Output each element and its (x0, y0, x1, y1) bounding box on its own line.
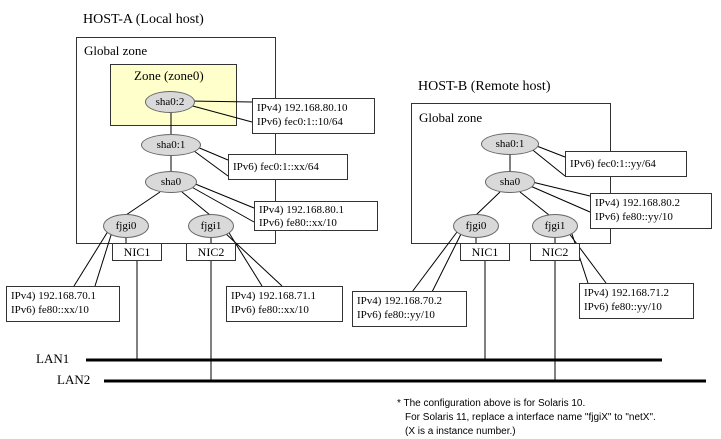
host-a-sha0-1-ipv6: IPv6) fec0:1::xx/64 (233, 161, 319, 173)
host-b-sha0-1-callout: IPv6) fec0:1::yy/64 (565, 151, 687, 177)
host-a-node-sha0: sha0 (145, 171, 197, 193)
host-a-node-sha0-1: sha0:1 (141, 134, 201, 156)
host-a-global-zone-label: Global zone (84, 43, 148, 58)
host-b-fjgi1-ipv4: IPv4) 192.168.71.2 (584, 287, 669, 299)
host-b-node-sha0: sha0 (485, 171, 535, 193)
lan1-label: LAN1 (36, 351, 70, 366)
host-a-node-fjgi1: fjgi1 (188, 214, 234, 238)
host-b-title: HOST-B (Remote host) (418, 79, 551, 94)
host-a-nic2: NIC2 (186, 243, 236, 261)
host-b-fjgi0-ipv4: IPv4) 192.168.70.2 (357, 295, 442, 307)
host-a-fjgi0-callout: IPv4) 192.168.70.1 IPv6) fe80::xx/10 (6, 286, 120, 322)
host-b-node-fjgi0: fjgi0 (453, 214, 499, 238)
host-a-title: HOST-A (Local host) (83, 12, 204, 27)
host-a-fjgi0-ipv6: IPv6) fe80::xx/10 (11, 304, 89, 316)
host-a-node-fjgi0: fjgi0 (103, 214, 149, 238)
lan2-label: LAN2 (57, 372, 91, 387)
host-a-sha0-2-ipv6: IPv6) fec0:1::10/64 (257, 116, 343, 128)
host-b-sha0-callout: IPv4) 192.168.80.2 IPv6) fe80::yy/10 (590, 193, 712, 229)
footnote-line3: (X is a instance number.) (405, 426, 516, 437)
host-a-sha0-2-ipv4: IPv4) 192.168.80.10 (257, 102, 348, 114)
host-a-sha0-callout: IPv4) 192.168.80.1 IPv6) fe80::xx/10 (254, 201, 378, 231)
host-b-sha0-ipv4: IPv4) 192.168.80.2 (595, 197, 680, 209)
footnote-line2: For Solaris 11, replace a interface name… (405, 412, 656, 423)
host-a-sha0-2-callout: IPv4) 192.168.80.10 IPv6) fec0:1::10/64 (252, 98, 375, 134)
host-a-zone0-label: Zone (zone0) (134, 68, 204, 83)
host-a-nic1: NIC1 (112, 243, 162, 261)
host-a-node-sha0-2: sha0:2 (145, 91, 195, 113)
footnote: * The configuration above is for Solaris… (397, 397, 656, 439)
host-b-fjgi1-callout: IPv4) 192.168.71.2 IPv6) fe80::yy/10 (579, 283, 694, 319)
host-a-sha0-1-callout: IPv6) fec0:1::xx/64 (228, 154, 348, 180)
host-a-fjgi1-ipv6: IPv6) fe80::xx/10 (231, 304, 309, 316)
host-a-fjgi0-ipv4: IPv4) 192.168.70.1 (11, 290, 96, 302)
host-b-sha0-ipv6: IPv6) fe80::yy/10 (595, 211, 673, 223)
host-b-sha0-1-ipv6: IPv6) fec0:1::yy/64 (570, 158, 656, 170)
host-b-node-sha0-1: sha0:1 (481, 133, 539, 155)
host-a-sha0-ipv6: IPv6) fe80::xx/10 (259, 217, 337, 229)
host-a-sha0-ipv4: IPv4) 192.168.80.1 (259, 204, 344, 216)
host-a-fjgi1-ipv4: IPv4) 192.168.71.1 (231, 290, 316, 302)
host-b-node-fjgi1: fjgi1 (532, 214, 578, 238)
host-b-global-zone-label: Global zone (419, 110, 483, 125)
host-b-nic1: NIC1 (460, 243, 510, 261)
host-b-fjgi1-ipv6: IPv6) fe80::yy/10 (584, 301, 662, 313)
host-b-fjgi0-callout: IPv4) 192.168.70.2 IPv6) fe80::yy/10 (352, 291, 467, 327)
footnote-line1: * The configuration above is for Solaris… (397, 398, 586, 409)
host-b-nic2: NIC2 (530, 243, 580, 261)
host-a-fjgi1-callout: IPv4) 192.168.71.1 IPv6) fe80::xx/10 (226, 286, 343, 322)
host-b-fjgi0-ipv6: IPv6) fe80::yy/10 (357, 309, 435, 321)
